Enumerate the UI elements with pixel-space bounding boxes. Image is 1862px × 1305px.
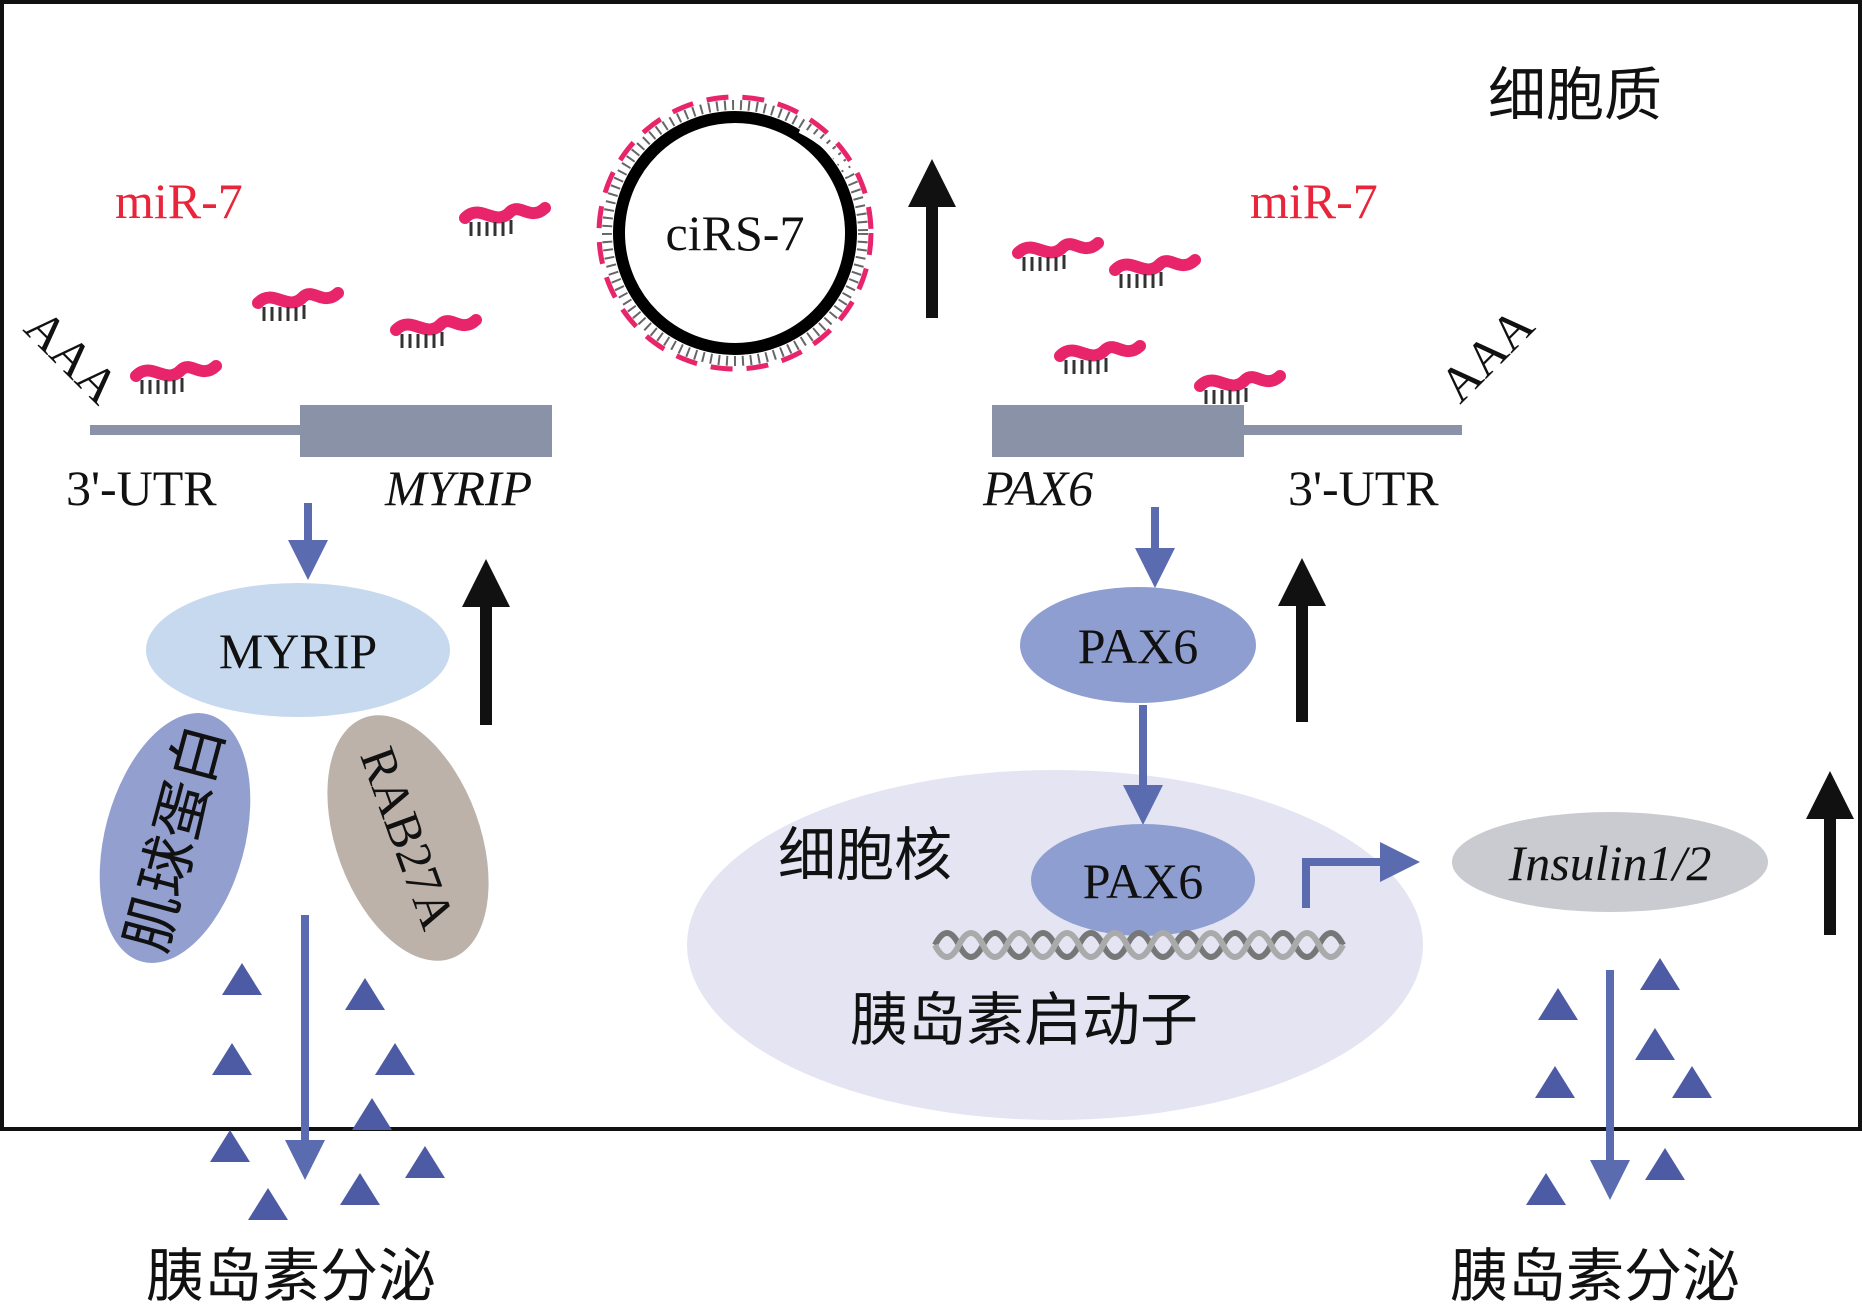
insulin-gene-label: Insulin1/2 bbox=[1508, 835, 1712, 891]
mirna-label-left: miR-7 bbox=[115, 173, 243, 229]
mirna-molecule bbox=[1194, 370, 1286, 404]
insulin-granules-left bbox=[210, 963, 445, 1220]
rab27a-protein: RAB27A bbox=[327, 715, 489, 961]
pax6-protein-label: PAX6 bbox=[1078, 618, 1198, 674]
poly-a-tail-right: AAA bbox=[1428, 297, 1544, 413]
myrip-protein-label: MYRIP bbox=[219, 623, 377, 679]
insulin-promoter-label: 胰岛素启动子 bbox=[850, 986, 1198, 1054]
poly-a-tail-left: AAA bbox=[14, 298, 130, 414]
insulin-secretion-label-left: 胰岛素分泌 bbox=[146, 1242, 436, 1305]
mirna-molecule bbox=[390, 314, 482, 348]
nucleus-label: 细胞核 bbox=[778, 821, 952, 889]
insulin-secretion-label-right: 胰岛素分泌 bbox=[1450, 1242, 1740, 1305]
mirna-molecule bbox=[1109, 254, 1201, 288]
circ-rna-label: ciRS-7 bbox=[666, 205, 805, 261]
mirna-molecule bbox=[130, 360, 222, 394]
utr-line-right bbox=[1244, 425, 1462, 435]
myosin-protein: 肌球蛋白 bbox=[99, 713, 251, 963]
utr-label-right: 3'-UTR bbox=[1288, 460, 1439, 516]
mirna-molecule bbox=[1012, 237, 1104, 271]
transcription-arrow bbox=[1302, 842, 1420, 908]
cds-block-right bbox=[992, 405, 1244, 457]
utr-label-left: 3'-UTR bbox=[66, 460, 217, 516]
dna-helix bbox=[932, 930, 1346, 960]
mirna-label-right: miR-7 bbox=[1250, 173, 1378, 229]
insulin-granules-right bbox=[1526, 958, 1712, 1205]
gene-label-left: MYRIP bbox=[384, 460, 532, 516]
utr-line-left bbox=[90, 425, 300, 435]
cds-block-left bbox=[300, 405, 552, 457]
myrip-protein bbox=[146, 583, 450, 717]
pax6-protein-cytoplasm bbox=[1020, 587, 1256, 703]
bound-mirna-ring bbox=[596, 94, 874, 372]
cell-membrane bbox=[0, 0, 1862, 1131]
circ-rna-cirs7: ciRS-7 bbox=[596, 94, 874, 372]
mirna-molecule bbox=[252, 287, 344, 321]
cytoplasm-label: 细胞质 bbox=[1488, 61, 1662, 129]
mirna-molecule bbox=[1054, 340, 1146, 374]
pax6-protein-nucleus bbox=[1031, 824, 1255, 936]
gene-label-right: PAX6 bbox=[982, 460, 1093, 516]
mirna-molecule bbox=[459, 202, 551, 236]
pax6-nuclear-label: PAX6 bbox=[1083, 853, 1203, 909]
insulin-gene bbox=[1452, 812, 1768, 912]
